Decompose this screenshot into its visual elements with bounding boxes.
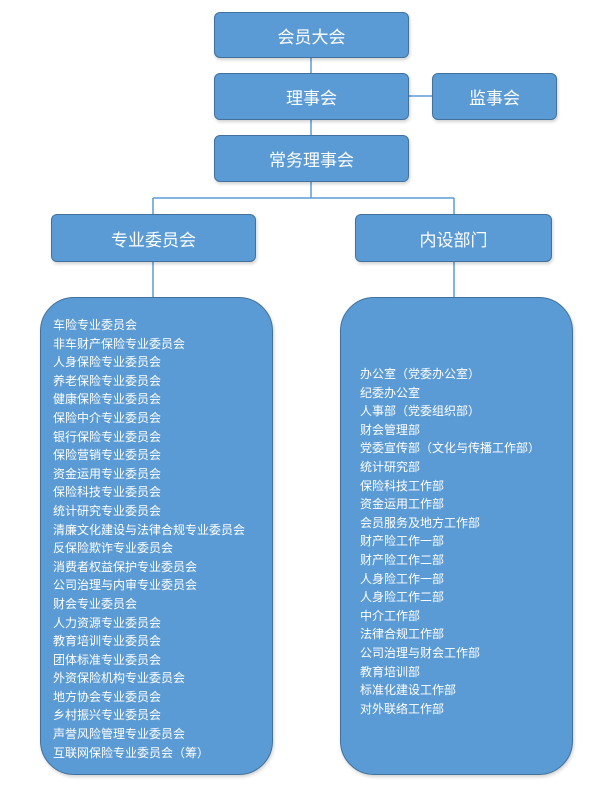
committee-item: 地方协会专业委员会 <box>53 689 162 704</box>
committee-item: 养老保险专业委员会 <box>53 373 162 388</box>
committee-item: 消费者权益保护专业委员会 <box>53 559 198 574</box>
department-item: 人身险工作二部 <box>360 590 445 605</box>
department-item: 法律合规工作部 <box>360 627 445 642</box>
department-item: 党委宣传部（文化与传播工作部） <box>360 441 541 456</box>
committee-item: 清廉文化建设与法律合规专业委员会 <box>53 522 246 537</box>
department-item: 人身险工作一部 <box>360 571 445 586</box>
committee-item: 反保险欺诈专业委员会 <box>53 541 174 556</box>
departments-box: 内设部门 <box>355 214 552 262</box>
department-item: 财产险工作二部 <box>360 552 445 567</box>
committee-item: 教育培训专业委员会 <box>53 634 162 649</box>
general-assembly-label: 会员大会 <box>277 27 346 48</box>
committee-item: 外资保险机构专业委员会 <box>53 671 186 686</box>
department-item: 教育培训部 <box>360 664 421 679</box>
committee-item: 保险中介专业委员会 <box>53 410 162 425</box>
council-box: 理事会 <box>214 73 409 120</box>
committee-item: 保险科技专业委员会 <box>53 485 162 500</box>
committee-item: 公司治理与内审专业委员会 <box>53 578 198 593</box>
department-item: 统计研究部 <box>360 459 421 474</box>
committee-item: 财会专业委员会 <box>53 596 138 611</box>
supervisory-board-box: 监事会 <box>432 73 557 120</box>
department-item: 资金运用工作部 <box>360 497 445 512</box>
committee-item: 资金运用专业委员会 <box>53 466 162 481</box>
committee-item: 保险营销专业委员会 <box>53 448 162 463</box>
standing-council-label: 常务理事会 <box>269 151 354 171</box>
general-assembly-box: 会员大会 <box>214 12 409 58</box>
department-list: 办公室（党委办公室） 纪委办公室人事部（党委组织部） 财会管理部党委宣传部（文化与传… <box>360 365 540 718</box>
standing-council-box: 常务理事会 <box>214 135 409 182</box>
council-label: 理事会 <box>286 89 337 109</box>
committee-item: 互联网保险专业委员会（筹） <box>53 745 210 760</box>
department-item: 办公室（党委办公室） <box>360 367 481 381</box>
committee-item: 声誉风险管理专业委员会 <box>53 727 186 742</box>
committee-item: 非车财产保险专业委员会 <box>53 336 186 351</box>
committee-list: 车险专业委员会非车财产保险专业委员会人身保险专业委员会养老保险专业委员会健康保险… <box>53 316 245 762</box>
committees-box: 专业委员会 <box>51 214 256 262</box>
committees-label: 专业委员会 <box>111 230 196 251</box>
committee-item: 健康保险专业委员会 <box>53 392 162 407</box>
committee-item: 银行保险专业委员会 <box>53 429 162 444</box>
department-item: 对外联络工作部 <box>360 701 445 716</box>
department-list-panel: 办公室（党委办公室） 纪委办公室人事部（党委组织部） 财会管理部党委宣传部（文化与传… <box>340 297 573 775</box>
committee-item: 人力资源专业委员会 <box>53 615 162 630</box>
committee-item: 乡村振兴专业委员会 <box>53 708 162 723</box>
committee-item: 统计研究专业委员会 <box>53 503 162 518</box>
department-item: 财会管理部 <box>360 422 421 437</box>
department-item: 标准化建设工作部 <box>360 683 457 698</box>
department-item: 中介工作部 <box>360 608 421 623</box>
supervisory-board-label: 监事会 <box>469 89 520 109</box>
department-item: 人事部（党委组织部） <box>360 404 481 419</box>
department-item: 公司治理与财会工作部 <box>360 645 481 660</box>
committee-item: 团体标准专业委员会 <box>53 652 162 667</box>
department-item: 保险科技工作部 <box>360 478 445 493</box>
committee-item: 车险专业委员会 <box>53 318 138 332</box>
department-item: 财产险工作一部 <box>360 534 445 549</box>
committee-list-panel: 车险专业委员会非车财产保险专业委员会人身保险专业委员会养老保险专业委员会健康保险… <box>40 297 273 775</box>
committee-item: 人身保险专业委员会 <box>53 355 162 370</box>
departments-label: 内设部门 <box>419 230 488 251</box>
department-item: 会员服务及地方工作部 <box>360 515 481 530</box>
department-item: 纪委办公室 <box>360 385 421 400</box>
